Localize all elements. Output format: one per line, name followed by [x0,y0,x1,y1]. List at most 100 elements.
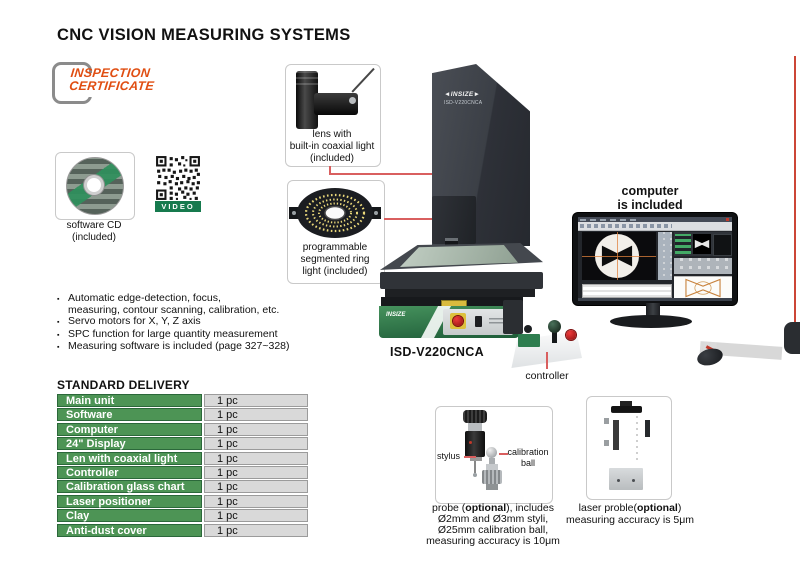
ring-caption-line2: segmented ring [300,254,370,265]
machine-model-text: ISD-V220CNCA [444,100,483,106]
screen-result-list [582,284,672,298]
callout-connector-line [329,173,457,175]
model-label: ISD-V220CNCA [390,345,484,359]
stylus-callout-line [464,456,476,458]
table-row: Calibration glass chart 1 pc [57,480,309,494]
item-cell: Main unit [57,394,202,407]
feature-text: Measuring software is included (page 327… [68,340,290,352]
inspection-certificate-badge: INSPECTION CERTIFICATE [69,66,156,93]
calibration-stand-knurl [482,470,502,484]
standard-delivery-heading: STANDARD DELIVERY [57,378,190,392]
item-cell: Laser positioner [57,494,202,508]
probe-caption-line1: probe (optional), includes [432,502,554,514]
standard-delivery-table: Main unit 1 pc Software 1 pc Computer 1 … [57,394,309,538]
computer-included-label: computer is included [595,184,705,212]
estop-pad [450,313,466,329]
lens-photo [296,71,318,129]
calibration-callout-line [499,453,508,455]
qty-cell: 1 pc [204,523,308,537]
lens-caption-line2: built-in coaxial light [289,141,375,152]
table-row: Computer 1 pc [57,422,309,436]
item-cell: Anti-dust cover [57,523,202,537]
table-row: Laser positioner 1 pc [57,494,309,508]
feature-text: Automatic edge-detection, focus, measuri… [68,292,280,316]
emergency-stop-button [453,316,463,326]
certificate-bracket-gap [70,73,94,97]
crosshair-h [582,256,656,257]
controller-joystick-ball [548,320,561,333]
feature-list: ▪ Automatic edge-detection, focus, measu… [57,292,332,354]
laser-caption-line1: laser proble(optional) [578,502,682,514]
qty-cell: 1 pc [204,465,308,479]
probe-led [469,441,472,444]
qty-cell: 1 pc [204,480,308,494]
panel-markings [489,318,507,326]
laser-base-dot [617,479,620,482]
probe-caption-line2: Ø2mm and Ø3mm styli, [437,513,549,525]
feature-item: ▪ Servo motors for X, Y, Z axis [57,315,332,329]
computer-label-line2: is included [617,197,683,212]
ring-caption-line1: programmable [302,242,368,253]
lens-caption: lens with built-in coaxial light (includ… [285,129,379,165]
controller-joystick-stem [552,330,557,343]
crosshair-v [617,232,618,280]
bullet-icon: ▪ [57,331,60,339]
table-row: Software 1 pc [57,408,309,422]
bullet-icon: ▪ [57,319,60,326]
panel-green-bars [675,234,691,254]
screen-camera-viewport [582,232,656,280]
machine-brand-logo: ◄INSIZE► [444,91,481,98]
item-cell: Calibration glass chart [57,480,202,494]
controller-green-panel [518,334,540,347]
laser-top-cap [611,406,642,413]
screen-close-dot [726,218,729,221]
controller-red-button [566,330,576,340]
power-switch [475,316,482,327]
panel-dark-box [713,234,732,256]
item-cell: Controller [57,465,202,479]
lens-rings [296,71,318,89]
feature-item: ▪ Automatic edge-detection, focus, measu… [57,292,332,316]
qty-cell: 1 pc [204,422,308,436]
video-label: VIDEO [155,201,201,212]
screen-menu-marks [580,219,638,221]
probe-photo [463,410,487,423]
screen-statusbar [578,298,732,301]
calibration-label-line2: ball [520,457,535,468]
qty-cell: 1 pc [204,437,308,451]
probe-neck [468,423,482,431]
table-row: Anti-dust cover 1 pc [57,523,309,537]
stylus-label: stylus [437,451,461,461]
probe-caption-line3: Ø25mm calibration ball, [437,524,549,536]
ringlight-caption: programmable segmented ring light (inclu… [287,242,383,278]
item-cell: Computer [57,422,202,436]
monitor-stand-base [610,315,692,328]
feature-item: ▪ Measuring software is included (page 3… [57,340,332,354]
machine-side-block [503,300,523,334]
laser-bolt [604,440,609,446]
cd-caption-line1: software CD [66,220,122,231]
table-row: Clay 1 pc [57,509,309,523]
keyboard-photo [577,326,719,352]
laser-probe-photo [620,401,632,407]
laser-caption: laser proble(optional) measuring accurac… [555,502,705,526]
calibration-stand-bottom [486,484,498,490]
callout-connector-line [329,166,331,174]
laser-label-strip [613,420,619,450]
machine-base-brand-logo: INSIZE [386,312,406,318]
machine-stage-under [385,289,535,297]
calibration-ball-stem [489,458,495,464]
table-row: 24" Display 1 pc [57,437,309,451]
screen-tool-column [658,232,672,280]
certificate-line1: INSPECTION [69,66,151,80]
cd-hole [87,178,101,192]
probe-collar [470,457,482,461]
machine-control-panel [443,309,513,335]
page-title: CNC VISION MEASURING SYSTEMS [57,26,351,44]
qty-cell: 1 pc [204,394,308,407]
computer-label-line1: computer [621,184,679,198]
item-cell: Clay [57,509,202,523]
item-cell: 24" Display [57,437,202,451]
lens-barrel [314,93,358,115]
calibration-stand-top [486,464,498,470]
